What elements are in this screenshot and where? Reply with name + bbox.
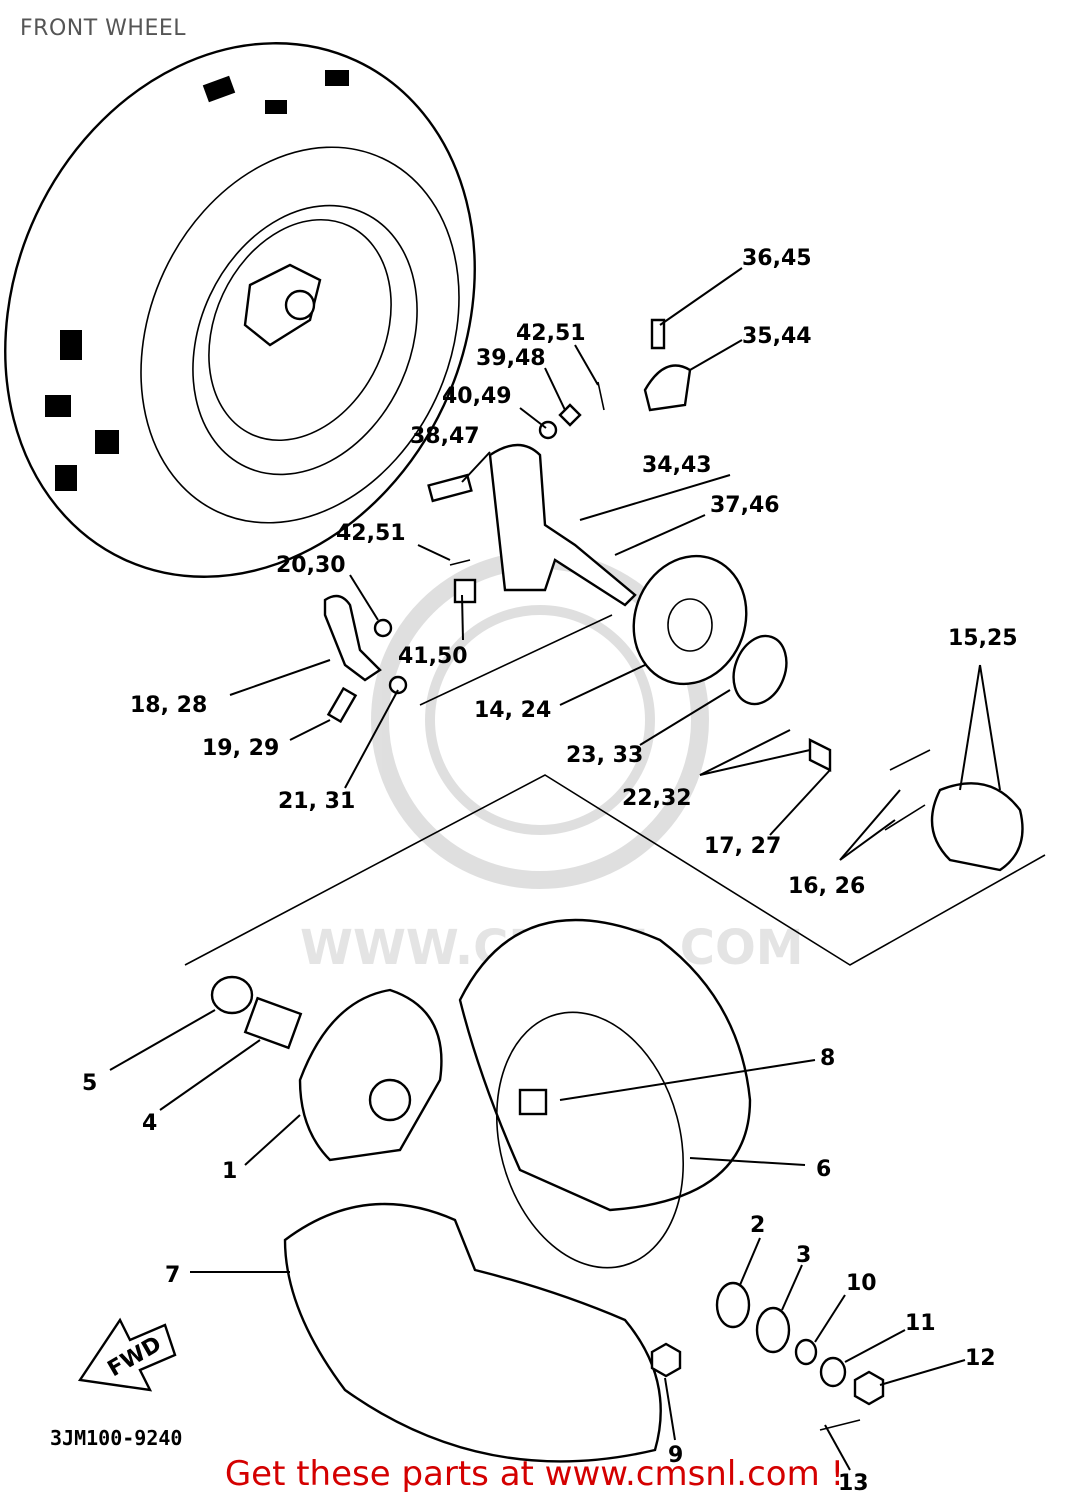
callout-23-33: 23, 33 bbox=[566, 743, 643, 768]
assembled-wheel bbox=[4, 42, 476, 578]
callout-labels: 36,45 42,51 35,44 39,48 40,49 38,47 34,4… bbox=[82, 246, 1018, 1496]
fwd-arrow-icon: FWD bbox=[77, 1317, 177, 1392]
callout-17-27: 17, 27 bbox=[704, 834, 781, 859]
leader-lines bbox=[109, 267, 1046, 1471]
callout-15-25: 15,25 bbox=[948, 626, 1018, 651]
callout-6: 6 bbox=[816, 1157, 831, 1182]
callout-37-46: 37,46 bbox=[710, 493, 780, 518]
callout-20-30: 20,30 bbox=[276, 553, 346, 578]
page-title: FRONT WHEEL bbox=[20, 16, 186, 41]
hub-and-rim-exploded bbox=[210, 918, 885, 1463]
callout-41-50: 41,50 bbox=[398, 644, 468, 669]
callout-42-51-top: 42,51 bbox=[516, 321, 586, 346]
footer-cta-link[interactable]: Get these parts at www.cmsnl.com ! bbox=[224, 1454, 845, 1494]
brake-arm bbox=[323, 594, 408, 724]
knuckle-assembly bbox=[427, 318, 692, 607]
callout-4: 4 bbox=[142, 1111, 157, 1136]
callout-38-47: 38,47 bbox=[410, 424, 480, 449]
callout-18-28: 18, 28 bbox=[130, 693, 207, 718]
callout-11: 11 bbox=[905, 1311, 936, 1336]
callout-12: 12 bbox=[965, 1346, 996, 1371]
callout-21-31: 21, 31 bbox=[278, 789, 355, 814]
callout-3: 3 bbox=[796, 1243, 811, 1268]
callout-5: 5 bbox=[82, 1071, 97, 1096]
callout-19-29: 19, 29 bbox=[202, 736, 279, 761]
brake-plate bbox=[632, 554, 788, 706]
callout-40-49: 40,49 bbox=[442, 384, 512, 409]
brake-shoes bbox=[808, 738, 1024, 872]
callout-8: 8 bbox=[820, 1046, 835, 1071]
callout-16-26: 16, 26 bbox=[788, 874, 865, 899]
callout-2: 2 bbox=[750, 1213, 765, 1238]
callout-7: 7 bbox=[165, 1263, 180, 1288]
callout-34-43: 34,43 bbox=[642, 453, 712, 478]
callout-39-48: 39,48 bbox=[476, 346, 546, 371]
callout-14-24: 14, 24 bbox=[474, 698, 551, 723]
callout-36-45: 36,45 bbox=[742, 246, 812, 271]
callout-10: 10 bbox=[846, 1271, 877, 1296]
diagram-code: 3JM100-9240 bbox=[50, 1426, 183, 1450]
callout-22-32: 22,32 bbox=[622, 786, 692, 811]
callout-1: 1 bbox=[222, 1159, 237, 1184]
callout-13: 13 bbox=[838, 1471, 869, 1496]
callout-9: 9 bbox=[668, 1443, 683, 1468]
callout-42-51-mid: 42,51 bbox=[336, 521, 406, 546]
callout-35-44: 35,44 bbox=[742, 324, 812, 349]
